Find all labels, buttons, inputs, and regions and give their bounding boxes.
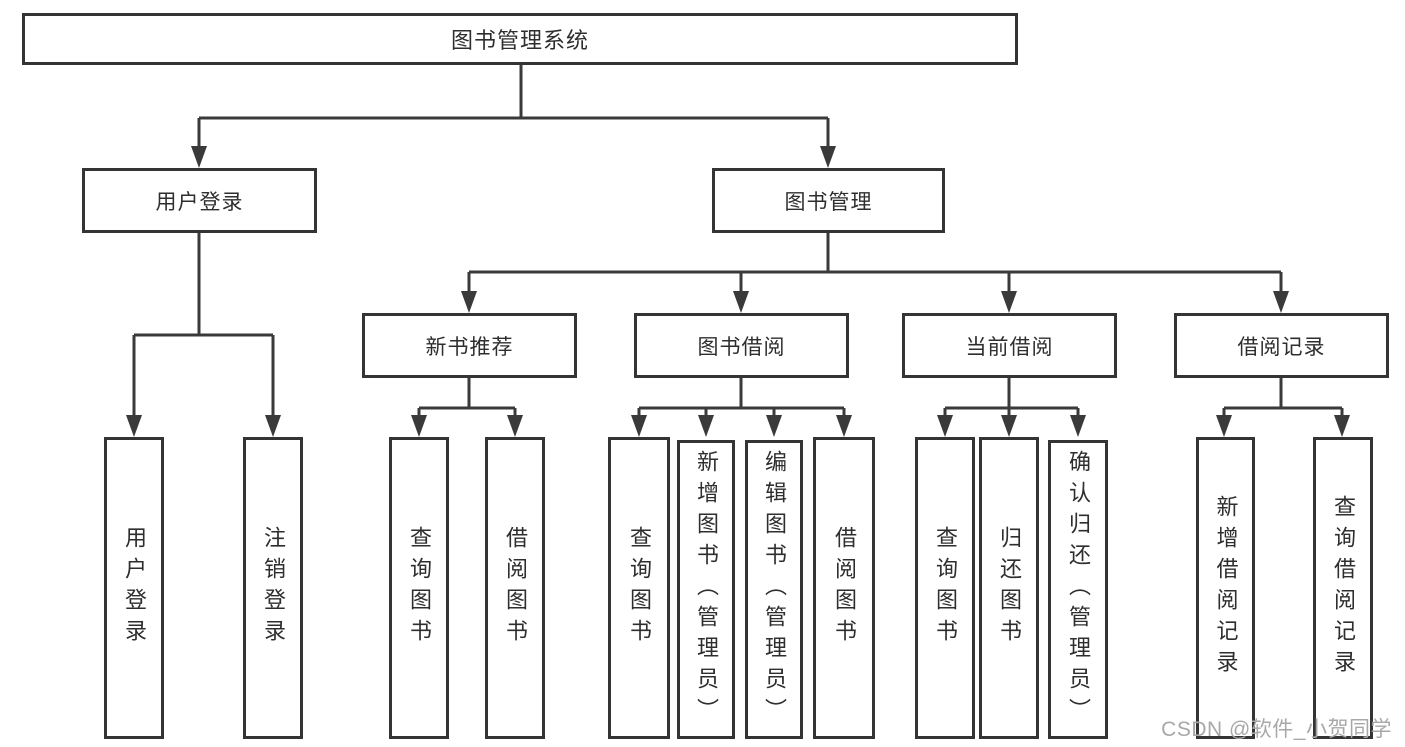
leaf-edit-book-admin: 编辑图书（管理员） xyxy=(745,440,803,739)
connector-borrowing-records xyxy=(1222,378,1344,417)
leaf-add-borrow-record: 新增借阅记录 xyxy=(1196,437,1255,739)
watermark: CSDN @软件_小贺同学 xyxy=(1161,718,1392,741)
leaf-confirm-return-admin: 确认归还（管理员） xyxy=(1048,440,1108,739)
node-root: 图书管理系统 xyxy=(22,13,1018,65)
leaf-query-books-borrowing: 查询图书 xyxy=(608,437,670,739)
node-current-borrowing: 当前借阅 xyxy=(902,313,1117,378)
node-user-login: 用户登录 xyxy=(82,168,317,233)
leaf-query-books-current: 查询图书 xyxy=(915,437,975,739)
node-new-book-recommend: 新书推荐 xyxy=(362,313,577,378)
leaf-add-book-admin: 新增图书（管理员） xyxy=(677,440,735,739)
node-borrowing-records: 借阅记录 xyxy=(1174,313,1389,378)
node-book-borrowing: 图书借阅 xyxy=(634,313,849,378)
arrow-down-heads xyxy=(126,146,1350,437)
connector-root xyxy=(197,64,830,148)
leaf-query-books-recommend: 查询图书 xyxy=(389,437,449,739)
connector-current-borrowing xyxy=(943,378,1080,417)
leaf-borrow-books-borrowing: 借阅图书 xyxy=(813,437,875,739)
connector-book-management xyxy=(467,233,1283,293)
leaf-user-login: 用户登录 xyxy=(104,437,164,739)
connector-user-login xyxy=(132,233,275,417)
leaf-return-books: 归还图书 xyxy=(979,437,1039,739)
connector-new-book-recommend xyxy=(417,378,517,417)
leaf-logout: 注销登录 xyxy=(243,437,303,739)
connector-book-borrowing xyxy=(637,378,846,417)
node-book-management: 图书管理 xyxy=(712,168,945,233)
leaf-query-borrow-record: 查询借阅记录 xyxy=(1313,437,1373,739)
leaf-borrow-books-recommend: 借阅图书 xyxy=(485,437,545,739)
